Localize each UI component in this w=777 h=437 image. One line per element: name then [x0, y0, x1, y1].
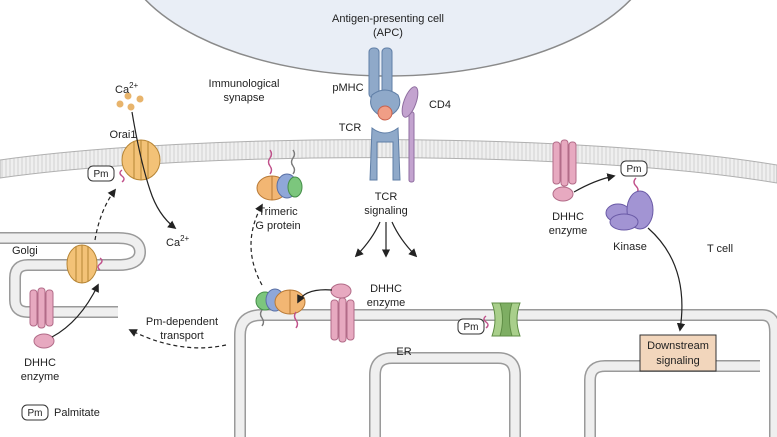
g-protein-line1: Trimeric: [258, 206, 298, 218]
transport-line1: Pm-dependent: [146, 316, 218, 328]
transport-line2: transport: [160, 330, 203, 342]
golgi-orai1: [66, 244, 103, 284]
kinase-label: Kinase: [613, 241, 647, 253]
kinase: Pm: [605, 160, 654, 231]
synapse-label-line2: synapse: [224, 92, 265, 104]
legend: Pm Palmitate: [21, 404, 100, 421]
er-dhhc-line1: DHHC: [370, 283, 402, 295]
trimeric-g-protein-membrane: [256, 149, 303, 201]
downstream-signaling-box: [639, 334, 717, 372]
tcr-pmhc-complex: [368, 47, 419, 183]
downstream-line1: Downstream: [647, 340, 709, 352]
apc-title-line1: Antigen-presenting cell: [332, 13, 444, 25]
legend-palmitate-label: Palmitate: [54, 407, 100, 419]
g-protein-line2: G protein: [255, 220, 300, 232]
synapse-label-line1: Immunological: [209, 78, 280, 90]
golgi-dhhc-line2: enzyme: [21, 371, 60, 383]
er-g-protein: [255, 288, 306, 329]
golgi-dhhc-enzyme: [29, 283, 99, 349]
orai1-palmitate: Pm: [87, 165, 125, 183]
plasma-membrane: [0, 139, 777, 184]
cd4-label: CD4: [429, 99, 451, 111]
pm-tag-orai: Pm: [94, 169, 109, 180]
golgi-label: Golgi: [12, 245, 38, 257]
downstream-line2: signaling: [656, 355, 699, 367]
calcium-ions: [116, 92, 144, 111]
er-channel: Pm: [457, 302, 521, 337]
tcr-signaling-arrows: [354, 221, 418, 258]
membrane-dhhc-enzyme: [552, 139, 616, 202]
golgi-dhhc-line1: DHHC: [24, 357, 56, 369]
er-dhhc-line2: enzyme: [367, 297, 406, 309]
legend-pm-tag: Pm: [28, 408, 43, 419]
calcium-influx-arrow: [131, 111, 177, 230]
pmhc-label: pMHC: [332, 82, 363, 94]
pm-tag-kinase: Pm: [627, 164, 642, 175]
kinase-downstream-arrow: [647, 227, 686, 332]
membrane-dhhc-line2: enzyme: [549, 225, 588, 237]
tcr-signaling-line2: signaling: [364, 205, 407, 217]
apc-title-line2: (APC): [373, 27, 403, 39]
membrane-dhhc-line1: DHHC: [552, 211, 584, 223]
er-dhhc-enzyme: [297, 283, 355, 343]
er-to-membrane-arrow: [250, 203, 263, 286]
golgi-compartment: [0, 232, 146, 318]
pm-tag-er: Pm: [464, 322, 479, 333]
t-cell-label: T cell: [707, 243, 733, 255]
orai1-label: Orai1: [110, 129, 137, 141]
calcium-label-bottom: Ca2+: [166, 234, 190, 249]
tcr-signaling-line1: TCR: [375, 191, 398, 203]
calcium-label-top: Ca2+: [115, 81, 139, 96]
pm-transport-arrow: [128, 329, 227, 349]
tcr-label: TCR: [339, 122, 362, 134]
golgi-to-membrane-arrow: [94, 188, 117, 241]
er-label: ER: [396, 346, 411, 358]
